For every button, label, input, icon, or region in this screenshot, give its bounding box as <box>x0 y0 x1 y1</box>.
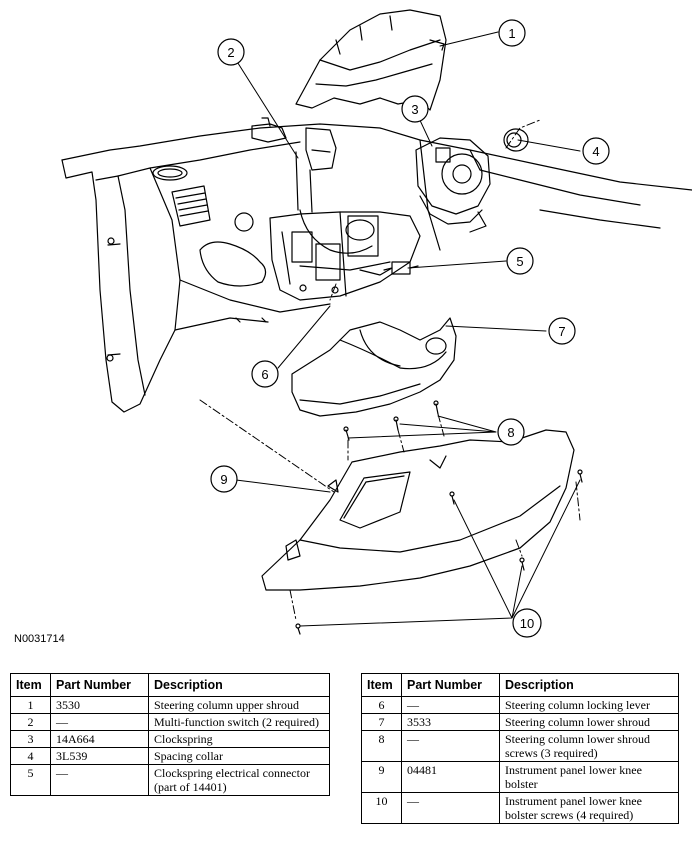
table-row: 10 — Instrument panel lower knee bolster… <box>361 792 679 824</box>
table-row: 5 — Clockspring electrical connector (pa… <box>10 764 330 796</box>
svg-text:5: 5 <box>516 254 523 269</box>
svg-text:7: 7 <box>558 324 565 339</box>
part-cell: 3L539 <box>50 747 149 765</box>
upper-shroud <box>295 9 447 111</box>
instrument-panel <box>61 123 692 413</box>
part-cell: — <box>50 713 149 731</box>
desc-cell: Steering column lower shroud <box>499 713 679 731</box>
lower-shroud <box>291 317 457 417</box>
svg-text:1: 1 <box>508 26 515 41</box>
header-part-number: Part Number <box>401 673 500 697</box>
header-part-number: Part Number <box>50 673 149 697</box>
table-row: 7 3533 Steering column lower shroud <box>361 713 679 731</box>
item-cell: 3 <box>10 730 51 748</box>
svg-text:2: 2 <box>227 45 234 60</box>
spacing-collar <box>503 128 529 152</box>
table-row: 6 — Steering column locking lever <box>361 696 679 714</box>
part-cell: 14A664 <box>50 730 149 748</box>
table-row: 3 14A664 Clockspring <box>10 730 330 748</box>
item-cell: 6 <box>361 696 402 714</box>
header-item: Item <box>10 673 51 697</box>
callout-4: 4 <box>582 137 610 165</box>
table-header-row: Item Part Number Description <box>10 673 330 697</box>
callouts: 1 2 3 4 5 6 7 8 9 10 <box>210 19 610 638</box>
parts-table-right: Item Part Number Description 6 — Steerin… <box>361 673 679 824</box>
table-row: 4 3L539 Spacing collar <box>10 747 330 765</box>
header-description: Description <box>499 673 679 697</box>
table-row: 8 — Steering column lower shroud screws … <box>361 730 679 762</box>
part-cell: 04481 <box>401 761 500 793</box>
table-row: 1 3530 Steering column upper shroud <box>10 696 330 714</box>
desc-cell: Spacing collar <box>148 747 330 765</box>
figure-id: N0031714 <box>14 633 65 645</box>
parts-table-left: Item Part Number Description 1 3530 Stee… <box>10 673 330 796</box>
leader-lines <box>235 31 581 627</box>
callout-2: 2 <box>217 38 245 66</box>
desc-cell: Clockspring electrical connector (part o… <box>148 764 330 796</box>
callout-5: 5 <box>506 247 534 275</box>
item-cell: 7 <box>361 713 402 731</box>
callout-8: 8 <box>497 418 525 446</box>
callout-1: 1 <box>498 19 526 47</box>
svg-text:4: 4 <box>592 144 599 159</box>
knee-bolster <box>261 429 575 591</box>
part-cell: 3530 <box>50 696 149 714</box>
svg-text:9: 9 <box>220 472 227 487</box>
clockspring <box>415 137 491 233</box>
alignment-lines <box>199 119 581 621</box>
desc-cell: Clockspring <box>148 730 330 748</box>
desc-cell: Instrument panel lower knee bolster <box>499 761 679 793</box>
svg-text:3: 3 <box>411 102 418 117</box>
item-cell: 9 <box>361 761 402 793</box>
callout-9: 9 <box>210 465 238 493</box>
svg-text:10: 10 <box>520 616 534 631</box>
desc-cell: Steering column locking lever <box>499 696 679 714</box>
item-cell: 8 <box>361 730 402 762</box>
callout-3: 3 <box>401 95 429 123</box>
desc-cell: Instrument panel lower knee bolster scre… <box>499 792 679 824</box>
exploded-parts-diagram: 1 2 3 4 5 6 7 8 9 10 <box>61 9 692 638</box>
part-cell: — <box>401 696 500 714</box>
item-cell: 1 <box>10 696 51 714</box>
desc-cell: Steering column upper shroud <box>148 696 330 714</box>
part-cell: — <box>401 792 500 824</box>
svg-text:8: 8 <box>507 425 514 440</box>
lower-shroud-screws <box>343 400 439 441</box>
header-item: Item <box>361 673 402 697</box>
item-cell: 2 <box>10 713 51 731</box>
callout-7: 7 <box>548 317 576 345</box>
part-cell: — <box>401 730 500 762</box>
part-cell: — <box>50 764 149 796</box>
knee-bolster-screws <box>295 469 583 635</box>
desc-cell: Multi-function switch (2 required) <box>148 713 330 731</box>
item-cell: 10 <box>361 792 402 824</box>
desc-cell: Steering column lower shroud screws (3 r… <box>499 730 679 762</box>
item-cell: 4 <box>10 747 51 765</box>
table-row: 2 — Multi-function switch (2 required) <box>10 713 330 731</box>
header-description: Description <box>148 673 330 697</box>
table-row: 9 04481 Instrument panel lower knee bols… <box>361 761 679 793</box>
callout-6: 6 <box>251 360 279 388</box>
item-cell: 5 <box>10 764 51 796</box>
steering-column-mechanism <box>251 117 421 301</box>
table-header-row: Item Part Number Description <box>361 673 679 697</box>
svg-text:6: 6 <box>261 367 268 382</box>
part-cell: 3533 <box>401 713 500 731</box>
callout-10: 10 <box>512 608 542 638</box>
